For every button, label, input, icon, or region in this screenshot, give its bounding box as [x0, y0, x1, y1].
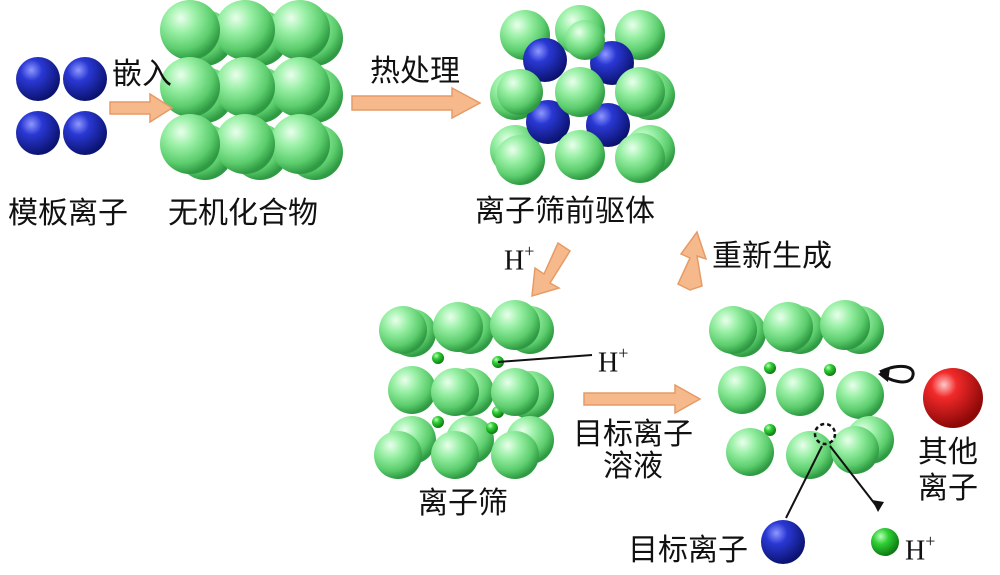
proton-sphere	[871, 528, 899, 556]
sieve-proton-label: H+	[598, 343, 629, 379]
embed-arrow-label: 嵌入	[112, 57, 172, 92]
sieve-proton-pointer	[497, 354, 593, 363]
regenerate-label: 重新生成	[712, 239, 832, 274]
target-ion-pointer	[785, 445, 823, 519]
exchange-curl-arrow	[879, 364, 915, 384]
regenerate-arrow	[677, 230, 708, 291]
template-ions-label: 模板离子	[8, 196, 128, 231]
solution-arrow	[583, 383, 702, 415]
inorganic-compound-label: 无机化合物	[168, 196, 318, 231]
precursor-lattice	[490, 5, 675, 185]
other-ions-label-1: 其他	[918, 435, 978, 470]
heat-treatment-label: 热处理	[370, 54, 460, 89]
ion-sieve-lattice	[374, 300, 554, 479]
acid-proton-label: H+	[504, 241, 535, 277]
target-ion-sphere	[761, 520, 805, 564]
other-ions-label-2: 离子	[918, 471, 978, 506]
embed-arrow	[109, 92, 174, 124]
template-ions	[16, 57, 107, 155]
ion-sieve-label: 离子筛	[418, 486, 508, 521]
released-proton-label: H+	[905, 531, 936, 567]
precursor-label: 离子筛前驱体	[475, 194, 655, 229]
acid-arrow	[531, 241, 572, 298]
heat-treatment-arrow	[351, 86, 482, 120]
target-ion-label: 目标离子	[628, 533, 748, 568]
proton-pointer	[829, 445, 879, 509]
exchange-lattice	[709, 300, 894, 479]
inorganic-compound-lattice	[160, 0, 343, 180]
other-ion-sphere	[923, 368, 983, 428]
solution-label-1: 目标离子	[573, 417, 693, 452]
solution-label-2: 溶液	[603, 449, 663, 484]
